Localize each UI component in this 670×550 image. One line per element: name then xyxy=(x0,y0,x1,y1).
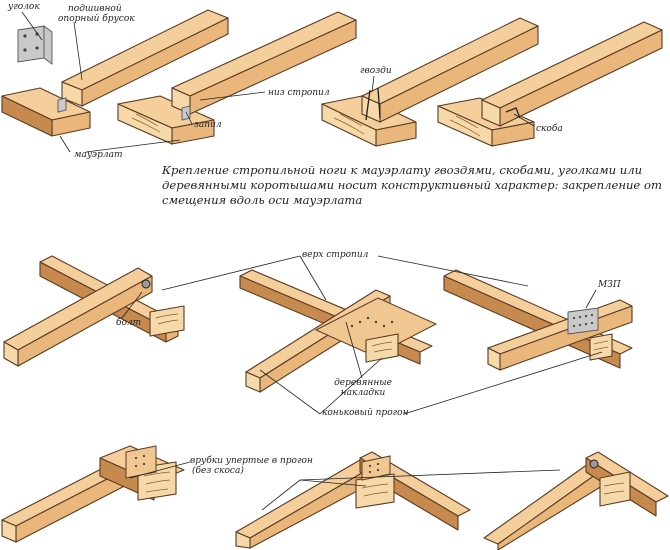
label-mauerlat: мауэрлат xyxy=(74,150,123,160)
ridge-assembly-bolt xyxy=(3,255,185,367)
mzp-plate xyxy=(567,307,599,335)
mauerlat-beam-1 xyxy=(1,87,91,137)
ridge-assembly-pads xyxy=(239,269,438,393)
nails xyxy=(365,87,381,121)
bolt-icon xyxy=(141,279,151,289)
small-bracket xyxy=(57,97,67,113)
caption-text: Крепление стропильной ноги к мауэрлату г… xyxy=(162,163,662,207)
label-ridge-purlin: коньковый прогон xyxy=(322,408,409,418)
label-cuts-line1: врубки упертые в прогон xyxy=(190,456,313,466)
label-rafter-bottom: низ стропил xyxy=(268,88,330,98)
ridge-cut-assembly-1 xyxy=(1,445,185,543)
label-support-bar-line1: подшивной xyxy=(68,4,122,14)
label-cuts-line2: (без скоса) xyxy=(192,466,244,476)
label-wood-pads-line2: накладки xyxy=(340,388,386,398)
bolt-icon xyxy=(589,459,599,469)
mauerlat-beam-2 xyxy=(117,95,215,145)
label-mzp: МЗП xyxy=(598,280,621,290)
label-notch: запил xyxy=(194,120,222,130)
label-staple: скоба xyxy=(536,124,563,134)
ridge-cut-assembly-3 xyxy=(483,451,669,550)
label-support-bar-line2: опорный брусок xyxy=(58,14,135,24)
label-rafter-top: верх стропил xyxy=(302,250,369,260)
rafter-2 xyxy=(171,11,357,115)
label-corner: уголок xyxy=(8,2,40,12)
ridge-assembly-mzp xyxy=(443,269,633,371)
label-wood-pads-line1: деревянные xyxy=(334,378,392,388)
rafter-1 xyxy=(61,9,229,107)
ridge-cut-assembly-2 xyxy=(235,451,471,549)
corner-bracket xyxy=(17,25,53,65)
label-nails: гвозди xyxy=(360,66,392,76)
label-bolt: болт xyxy=(116,318,142,328)
rafter-4 xyxy=(481,21,663,127)
staple xyxy=(505,107,521,119)
